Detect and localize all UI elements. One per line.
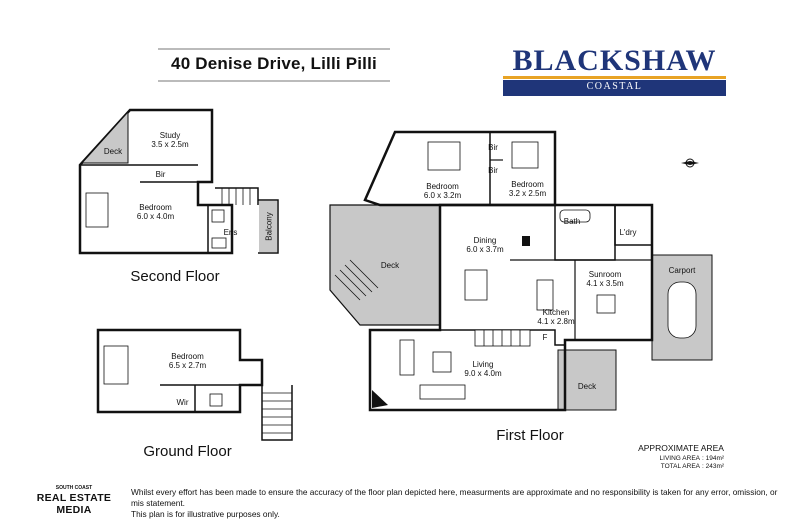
- first-floor-kitchen-dim: 4.1 x 2.8m: [537, 317, 575, 326]
- first-floor-bedroom1-label: Bedroom 6.0 x 3.2m: [405, 182, 480, 200]
- footer-disclaimer: Whilst every effort has been made to ens…: [131, 487, 781, 520]
- address-title-box: 40 Denise Drive, Lilli Pilli: [158, 48, 390, 82]
- carport-car: [667, 281, 697, 339]
- living-area-label: LIVING AREA: [659, 455, 700, 462]
- second-floor-balcony: [258, 199, 279, 254]
- ground-floor-bedroom-name: Bedroom: [171, 352, 204, 361]
- ground-floor-stair-rail: [261, 385, 293, 441]
- first-floor-bed-1: [427, 141, 461, 171]
- brand-blue-bar: [503, 80, 726, 96]
- first-floor-kitchen-label: Kitchen 4.1 x 2.8m: [532, 308, 580, 326]
- ground-floor-bed: [103, 345, 129, 385]
- first-floor-ldry-wall: [614, 205, 652, 246]
- first-floor-title: First Floor: [496, 427, 564, 444]
- first-floor-sunroom-label: Sunroom 4.1 x 3.5m: [580, 270, 630, 288]
- first-floor-bir2-label: Bir: [488, 166, 498, 175]
- area-title: APPROXIMATE AREA: [638, 443, 724, 453]
- ground-floor-toilet: [209, 393, 223, 407]
- footer-disclaimer-line-2: This plan is for illustrative purposes o…: [131, 509, 280, 519]
- second-floor-bedroom-label: Bedroom 6.0 x 4.0m: [118, 203, 193, 221]
- first-floor-kitchen-island: [536, 279, 554, 311]
- first-floor-sunroom-name: Sunroom: [588, 270, 622, 279]
- ground-floor-wir-label: Wir: [176, 398, 189, 407]
- second-floor-study-name: Study: [159, 131, 181, 140]
- first-floor-coffee-table: [432, 351, 452, 373]
- footer-logo-top: SOUTH COAST: [55, 485, 93, 491]
- first-floor-living-label: Living 9.0 x 4.0m: [453, 360, 513, 378]
- first-floor-bath-label: Bath: [563, 217, 581, 226]
- ground-floor-title: Ground Floor: [143, 443, 232, 460]
- brand-logo-text: BLACKSHAW: [512, 44, 717, 77]
- first-floor-bedroom1-name: Bedroom: [426, 182, 459, 191]
- second-floor-bir-label: Bir: [155, 170, 166, 179]
- second-floor-balcony-label: Balcony: [264, 212, 274, 241]
- first-floor-bedroom1-dim: 6.0 x 3.2m: [423, 191, 462, 200]
- second-floor-title: Second Floor: [130, 268, 220, 285]
- second-floor-vanity: [211, 237, 227, 249]
- second-floor-outer-walls: [78, 108, 234, 255]
- brand-gold-line: [503, 76, 726, 79]
- first-floor-deck-right-label: Deck: [577, 382, 597, 391]
- second-floor-study-dim: 3.5 x 2.5m: [151, 140, 189, 149]
- first-floor-deck-right: [557, 349, 617, 411]
- first-floor-living-dim: 9.0 x 4.0m: [464, 369, 502, 378]
- ground-floor-stair-treads: [262, 392, 292, 434]
- first-floor-living-name: Living: [472, 360, 494, 369]
- second-floor-toilet: [211, 209, 225, 223]
- footer-logo-main: REAL ESTATE MEDIA: [36, 492, 112, 516]
- second-floor-balcony-fill: [259, 201, 277, 252]
- ground-floor-bedroom-dim: 6.5 x 2.7m: [168, 361, 207, 370]
- second-floor-bed: [85, 192, 109, 228]
- first-floor-sofa: [419, 384, 466, 400]
- first-floor-deck-stair-treads: [334, 259, 379, 301]
- first-floor-bedroom2-label: Bedroom 3.2 x 2.5m: [505, 180, 550, 198]
- second-floor-ens-label: Ens: [223, 228, 238, 237]
- first-floor-bed-2: [511, 141, 539, 169]
- second-floor-bedroom-dim: 6.0 x 4.0m: [136, 212, 175, 221]
- first-floor-fireplace: [522, 236, 530, 246]
- first-floor-bir1-label: Bir: [488, 143, 498, 152]
- second-floor-deck-label: Deck: [103, 147, 123, 156]
- first-floor-bedroom2-name: Bedroom: [511, 180, 544, 189]
- second-floor-deck: [80, 110, 129, 164]
- first-floor-f-label: F: [542, 333, 548, 342]
- address-title: 40 Denise Drive, Lilli Pilli: [171, 54, 377, 73]
- first-floor-sunroom-dim: 4.1 x 3.5m: [586, 279, 624, 288]
- first-floor-stair-treads: [474, 329, 531, 347]
- first-floor-main-walls: [368, 203, 654, 412]
- first-floor-dining-dim: 6.0 x 3.7m: [466, 245, 504, 254]
- first-floor-dining-name: Dining: [473, 236, 497, 245]
- total-area-value: : 243m²: [702, 463, 725, 470]
- first-floor-kitchen-name: Kitchen: [542, 308, 570, 317]
- first-floor-bathtub: [559, 209, 591, 223]
- second-floor-bedroom-name: Bedroom: [139, 203, 172, 212]
- compass-icon: [681, 158, 699, 168]
- second-floor-stair-treads: [221, 188, 251, 205]
- total-area-label: TOTAL AREA: [660, 463, 700, 470]
- footer-disclaimer-line-1: Whilst every effort has been made to ens…: [131, 487, 778, 508]
- first-floor-bedroom2-dim: 3.2 x 2.5m: [508, 189, 547, 198]
- first-floor-ldry-label: L'dry: [619, 228, 637, 237]
- ground-floor-bedroom-label: Bedroom 6.5 x 2.7m: [150, 352, 225, 370]
- first-floor-carport-label: Carport: [668, 266, 696, 275]
- first-floor-dining-table: [464, 269, 488, 301]
- second-floor-stairs-rail: [215, 187, 259, 205]
- brand-subtitle: COASTAL: [586, 81, 643, 92]
- first-floor-sunroom-table: [596, 294, 616, 314]
- living-area-value: : 194m²: [702, 455, 725, 462]
- first-floor-dining-label: Dining 6.0 x 3.7m: [455, 236, 515, 254]
- first-floor-sofa-side: [399, 339, 415, 376]
- first-floor-deck-left-label: Deck: [380, 261, 400, 270]
- second-floor-study-label: Study 3.5 x 2.5m: [135, 131, 205, 149]
- first-floor-living-fireplace: [372, 390, 388, 408]
